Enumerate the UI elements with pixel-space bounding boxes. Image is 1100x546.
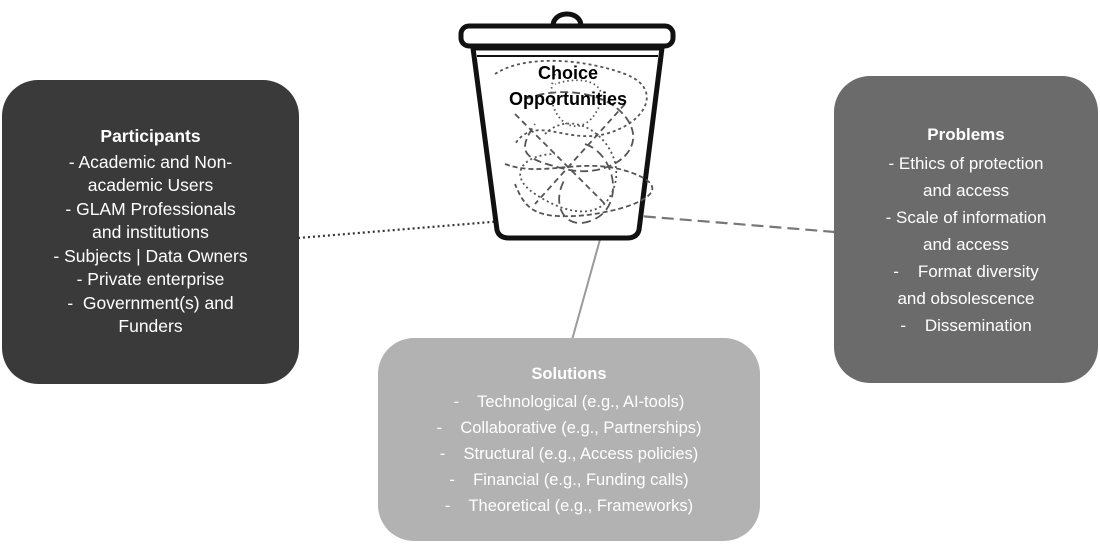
participants-item: and institutions [92,222,209,243]
problems-item: and access [923,180,1009,200]
problems-item: - Ethics of protection [888,153,1044,173]
center-label-line-1: Choice [537,63,598,83]
problems-item: and obsolescence [897,288,1035,308]
trash-bin-icon [458,11,676,241]
participants-item: Funders [118,316,183,337]
problems-box: Problems - Ethics of protection and acce… [834,76,1098,383]
problems-title: Problems [927,124,1005,144]
participants-box: Participants - Academic and Non- academi… [2,80,299,384]
participants-item: academic Users [87,175,214,196]
solutions-item: - Technological (e.g., AI-tools) [453,392,685,411]
problems-item: and access [923,234,1009,254]
problems-item: - Dissemination [900,315,1032,335]
solutions-item: - Structural (e.g., Access policies) [439,444,699,463]
participants-item: - GLAM Professionals [65,198,236,219]
problems-item: - Scale of information [885,207,1047,227]
problems-item: - Format diversity [893,261,1039,281]
solutions-item: - Financial (e.g., Funding calls) [449,470,689,489]
solutions-item: - Theoretical (e.g., Frameworks) [444,496,694,515]
solutions-item: - Collaborative (e.g., Partnerships) [436,418,702,437]
participants-item: - Subjects | Data Owners [53,245,248,266]
participants-title: Participants [100,126,201,147]
solutions-title: Solutions [531,364,607,383]
participants-item: - Government(s) and [67,292,234,313]
center-label: Choice Opportunities [488,60,648,112]
participants-item: - Academic and Non- [68,151,233,172]
solutions-box: Solutions - Technological (e.g., AI-tool… [378,338,760,541]
center-label-line-2: Opportunities [509,89,627,109]
participants-item: - Private enterprise [76,269,225,290]
